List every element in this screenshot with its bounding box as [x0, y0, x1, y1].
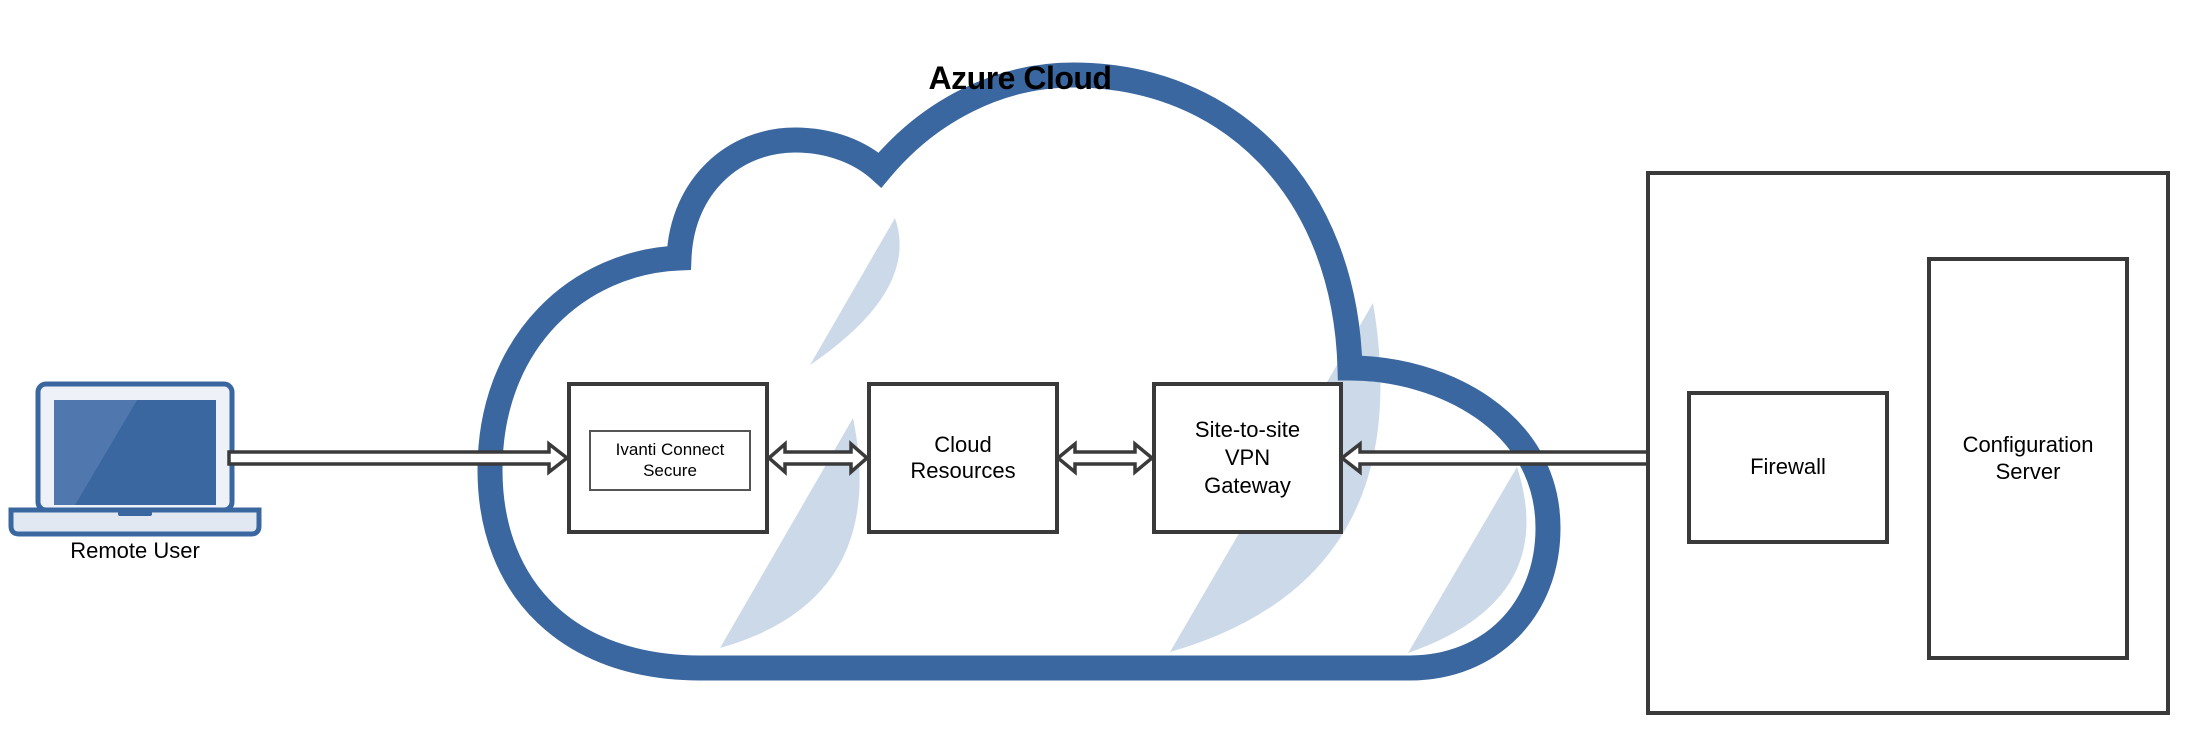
configuration-server-node[interactable]: Configuration Server [1927, 257, 2129, 660]
cloud-highlight [810, 218, 900, 365]
azure-cloud-title: Azure Cloud [928, 60, 1112, 96]
arrow-cloud-resources-vpn [1055, 440, 1155, 476]
cloud-highlight [1408, 467, 1527, 653]
firewall-node[interactable]: Firewall [1687, 391, 1889, 544]
arrow-ivanti-cloud-resources [766, 440, 870, 476]
azure-cloud-outline [477, 62, 1561, 681]
laptop-icon [8, 381, 262, 537]
vpn-gateway-node[interactable]: Site-to-site VPN Gateway [1152, 382, 1343, 534]
cloud-resources-node[interactable]: Cloud Resources [867, 382, 1059, 534]
remote-user-label: Remote User [70, 537, 200, 563]
arrow-remote-to-ivanti [227, 440, 570, 476]
cloud-highlight [720, 418, 860, 648]
ivanti-connect-secure-label: Ivanti Connect Secure [589, 430, 751, 491]
